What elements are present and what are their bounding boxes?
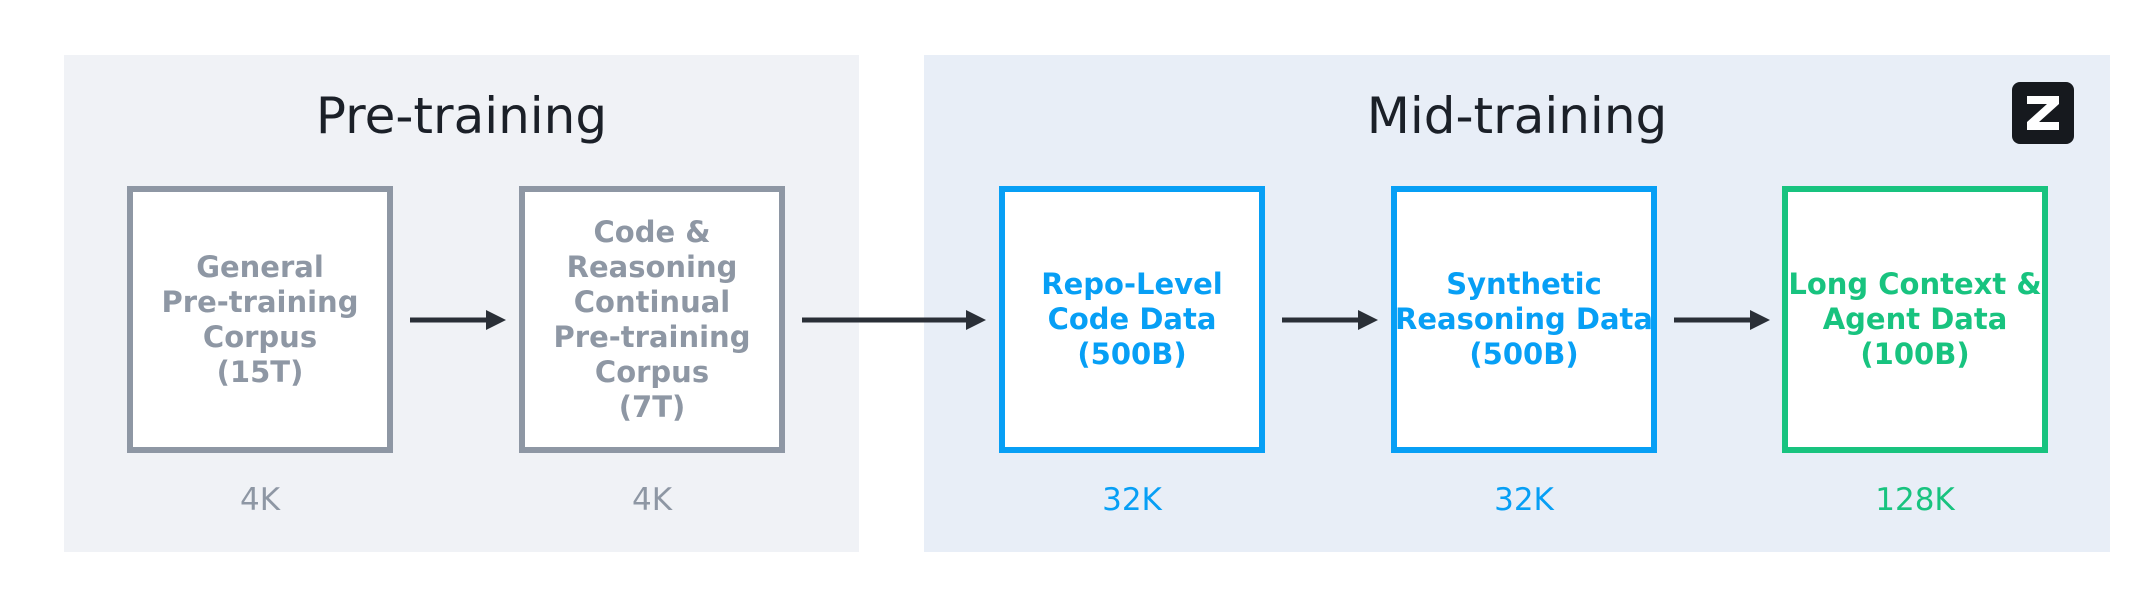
context-length-label: 128K bbox=[1875, 482, 1955, 518]
context-length-label: 4K bbox=[631, 482, 673, 518]
stage-label-line: Corpus bbox=[594, 354, 710, 389]
context-length-label: 32K bbox=[1102, 482, 1162, 518]
stage-repo-level-code-data: Repo-Level Code Data (500B) bbox=[999, 186, 1265, 453]
stage-long-context-agent-data: Long Context & Agent Data (100B) bbox=[1782, 186, 2048, 453]
stage-label-line: (100B) bbox=[1860, 337, 1970, 371]
stage-synthetic-reasoning-data: Synthetic Reasoning Data (500B) bbox=[1391, 186, 1657, 453]
stage-label-line: Reasoning Data bbox=[1395, 302, 1653, 336]
stage-label-line: (500B) bbox=[1077, 337, 1187, 371]
pretraining-title: Pre-training bbox=[315, 87, 608, 145]
stage-label-line: General bbox=[196, 249, 324, 284]
context-length-label: 4K bbox=[239, 482, 281, 518]
context-length-label: 32K bbox=[1494, 482, 1554, 518]
stage-label-line: (7T) bbox=[618, 389, 686, 424]
stage-label-line: Code Data bbox=[1047, 302, 1217, 336]
stage-label-line: Code & bbox=[593, 214, 711, 249]
stage-label-line: Repo-Level bbox=[1041, 267, 1223, 301]
stage-label-line: Synthetic bbox=[1446, 267, 1602, 301]
stage-code-reasoning-continual-pretraining: Code & Reasoning Continual Pre-training … bbox=[519, 186, 785, 453]
stage-label-line: Corpus bbox=[202, 319, 318, 354]
stage-label-line: Reasoning bbox=[566, 249, 738, 284]
stage-label-line: Continual bbox=[573, 284, 731, 319]
stage-label-line: Pre-training bbox=[161, 284, 359, 319]
stage-label-line: Agent Data bbox=[1822, 302, 2008, 336]
midtraining-title: Mid-training bbox=[1366, 87, 1668, 145]
stage-label-line: (15T) bbox=[216, 354, 304, 389]
stage-label-line: Long Context & bbox=[1788, 267, 2042, 301]
stage-general-pretraining-corpus: General Pre-training Corpus (15T) bbox=[127, 186, 393, 453]
stage-label-line: (500B) bbox=[1469, 337, 1579, 371]
stage-label-line: Pre-training bbox=[553, 319, 751, 354]
z-logo-icon bbox=[2012, 82, 2074, 144]
